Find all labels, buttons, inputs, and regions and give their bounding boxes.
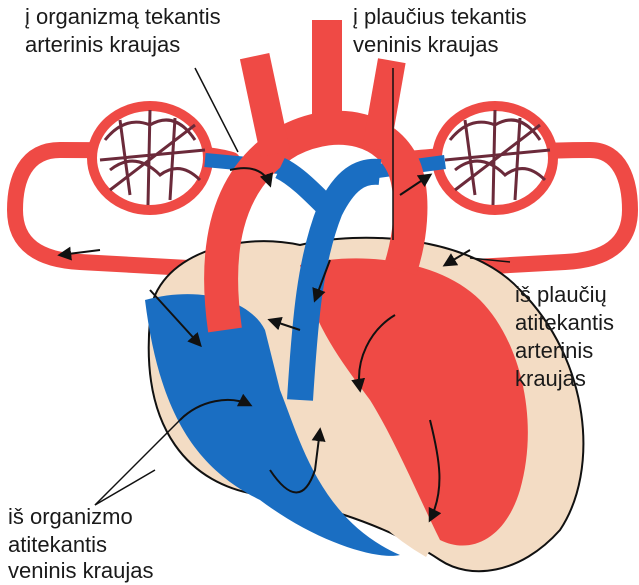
label-line: atitekantis — [8, 532, 107, 557]
label-line: atitekantis — [515, 310, 614, 335]
left-lung-capillaries — [92, 106, 208, 210]
label-top-left: į organizmą tekantis arterinis kraujas — [25, 4, 221, 57]
label-line: kraujas — [515, 366, 586, 391]
label-line: iš organizmo — [8, 504, 133, 529]
label-line: iš plaučių — [515, 282, 607, 307]
label-line: į plaučius tekantis — [353, 4, 527, 29]
label-line: veninis kraujas — [8, 558, 154, 583]
label-line: arterinis kraujas — [25, 32, 180, 57]
label-bottom-left: iš organizmo atitekantis veninis kraujas — [8, 504, 154, 583]
label-line: į organizmą tekantis — [25, 4, 221, 29]
right-lung-capillaries — [437, 106, 553, 210]
label-line: veninis kraujas — [353, 32, 499, 57]
label-line: arterinis — [515, 338, 593, 363]
label-top-right: į plaučius tekantis veninis kraujas — [353, 4, 527, 57]
